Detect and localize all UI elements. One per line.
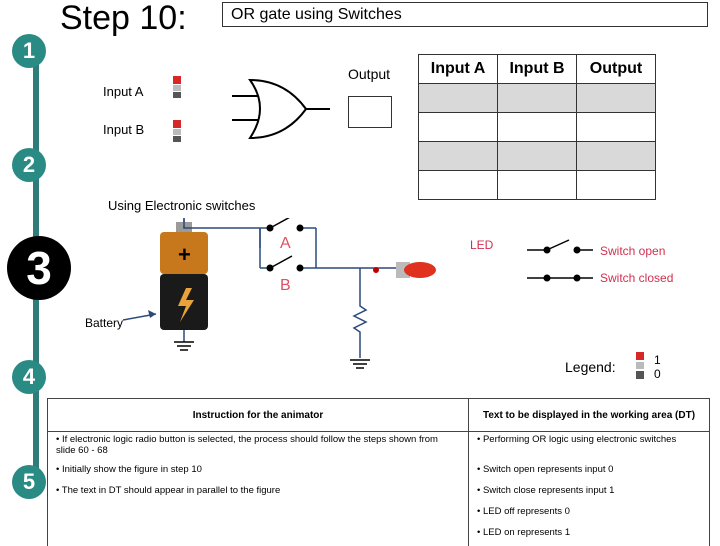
or-gate-diagram bbox=[173, 76, 330, 142]
switch-a-label: A bbox=[280, 235, 291, 252]
switch-circuit-diagram: + A B bbox=[122, 218, 436, 369]
svg-text:+: + bbox=[178, 242, 191, 267]
battery-pointer-arrow bbox=[122, 310, 157, 321]
legend-value-one: 1 bbox=[654, 353, 661, 367]
step-3-circle: 3 bbox=[7, 236, 71, 300]
truth-row bbox=[418, 112, 656, 142]
or-gate-icon bbox=[232, 78, 330, 140]
instructions-table: Instruction for the animator Text to be … bbox=[47, 398, 710, 546]
switch-open-icon bbox=[527, 239, 593, 254]
switch-a-icon bbox=[266, 218, 304, 232]
gate-output-label: Output bbox=[348, 66, 391, 82]
input-b-toggle-icon[interactable] bbox=[173, 120, 181, 142]
subtitle-text: OR gate using Switches bbox=[231, 6, 402, 23]
truth-table: Input A Input B Output bbox=[418, 54, 656, 200]
animator-item: Initially show the figure in step 10 bbox=[56, 464, 202, 475]
legend-value-zero: 0 bbox=[654, 367, 661, 381]
truth-row bbox=[418, 170, 656, 200]
switch-legend-diagram bbox=[527, 239, 593, 282]
circuit-caption: Using Electronic switches bbox=[108, 198, 256, 213]
subtitle-box: OR gate using Switches bbox=[222, 2, 708, 27]
dt-item: LED on represents 1 bbox=[477, 527, 570, 538]
truth-header-input-b: Input B bbox=[497, 54, 577, 84]
dt-item: LED off represents 0 bbox=[477, 506, 570, 517]
switch-b-icon bbox=[266, 255, 304, 272]
dt-item: Switch open represents input 0 bbox=[477, 464, 613, 475]
animator-item: The text in DT should appear in parallel… bbox=[56, 485, 280, 496]
step-title: Step 10: bbox=[60, 0, 187, 37]
led-label: LED bbox=[470, 238, 494, 252]
legend-toggle-icon bbox=[636, 352, 644, 379]
dt-item: Performing OR logic using electronic swi… bbox=[477, 434, 676, 445]
step-2-circle: 2 bbox=[12, 148, 46, 182]
dt-header: Text to be displayed in the working area… bbox=[468, 398, 710, 432]
battery-label: Battery bbox=[85, 316, 124, 330]
switch-closed-icon bbox=[527, 274, 593, 282]
animator-item: If electronic logic radio button is sele… bbox=[56, 434, 438, 456]
gate-input-a-label: Input A bbox=[103, 84, 144, 99]
legend-label: Legend: bbox=[565, 359, 616, 375]
step-5-circle: 5 bbox=[12, 465, 46, 499]
step-4-circle: 4 bbox=[12, 360, 46, 394]
gate-input-b-label: Input B bbox=[103, 122, 145, 137]
animator-header: Instruction for the animator bbox=[47, 398, 469, 432]
switch-open-label: Switch open bbox=[600, 244, 666, 258]
truth-header-input-a: Input A bbox=[418, 54, 498, 84]
led-icon bbox=[373, 262, 436, 278]
switch-b-label: B bbox=[280, 277, 291, 294]
input-a-toggle-icon[interactable] bbox=[173, 76, 181, 98]
truth-header-output: Output bbox=[576, 54, 656, 84]
ground-icon bbox=[350, 359, 370, 369]
truth-row bbox=[418, 83, 656, 113]
switch-closed-label: Switch closed bbox=[600, 271, 674, 285]
ground-icon bbox=[174, 341, 194, 351]
dt-item: Switch close represents input 1 bbox=[477, 485, 614, 496]
step-1-circle: 1 bbox=[12, 34, 46, 68]
gate-output-box bbox=[348, 96, 392, 128]
battery-icon: + bbox=[160, 222, 208, 330]
truth-row bbox=[418, 141, 656, 171]
